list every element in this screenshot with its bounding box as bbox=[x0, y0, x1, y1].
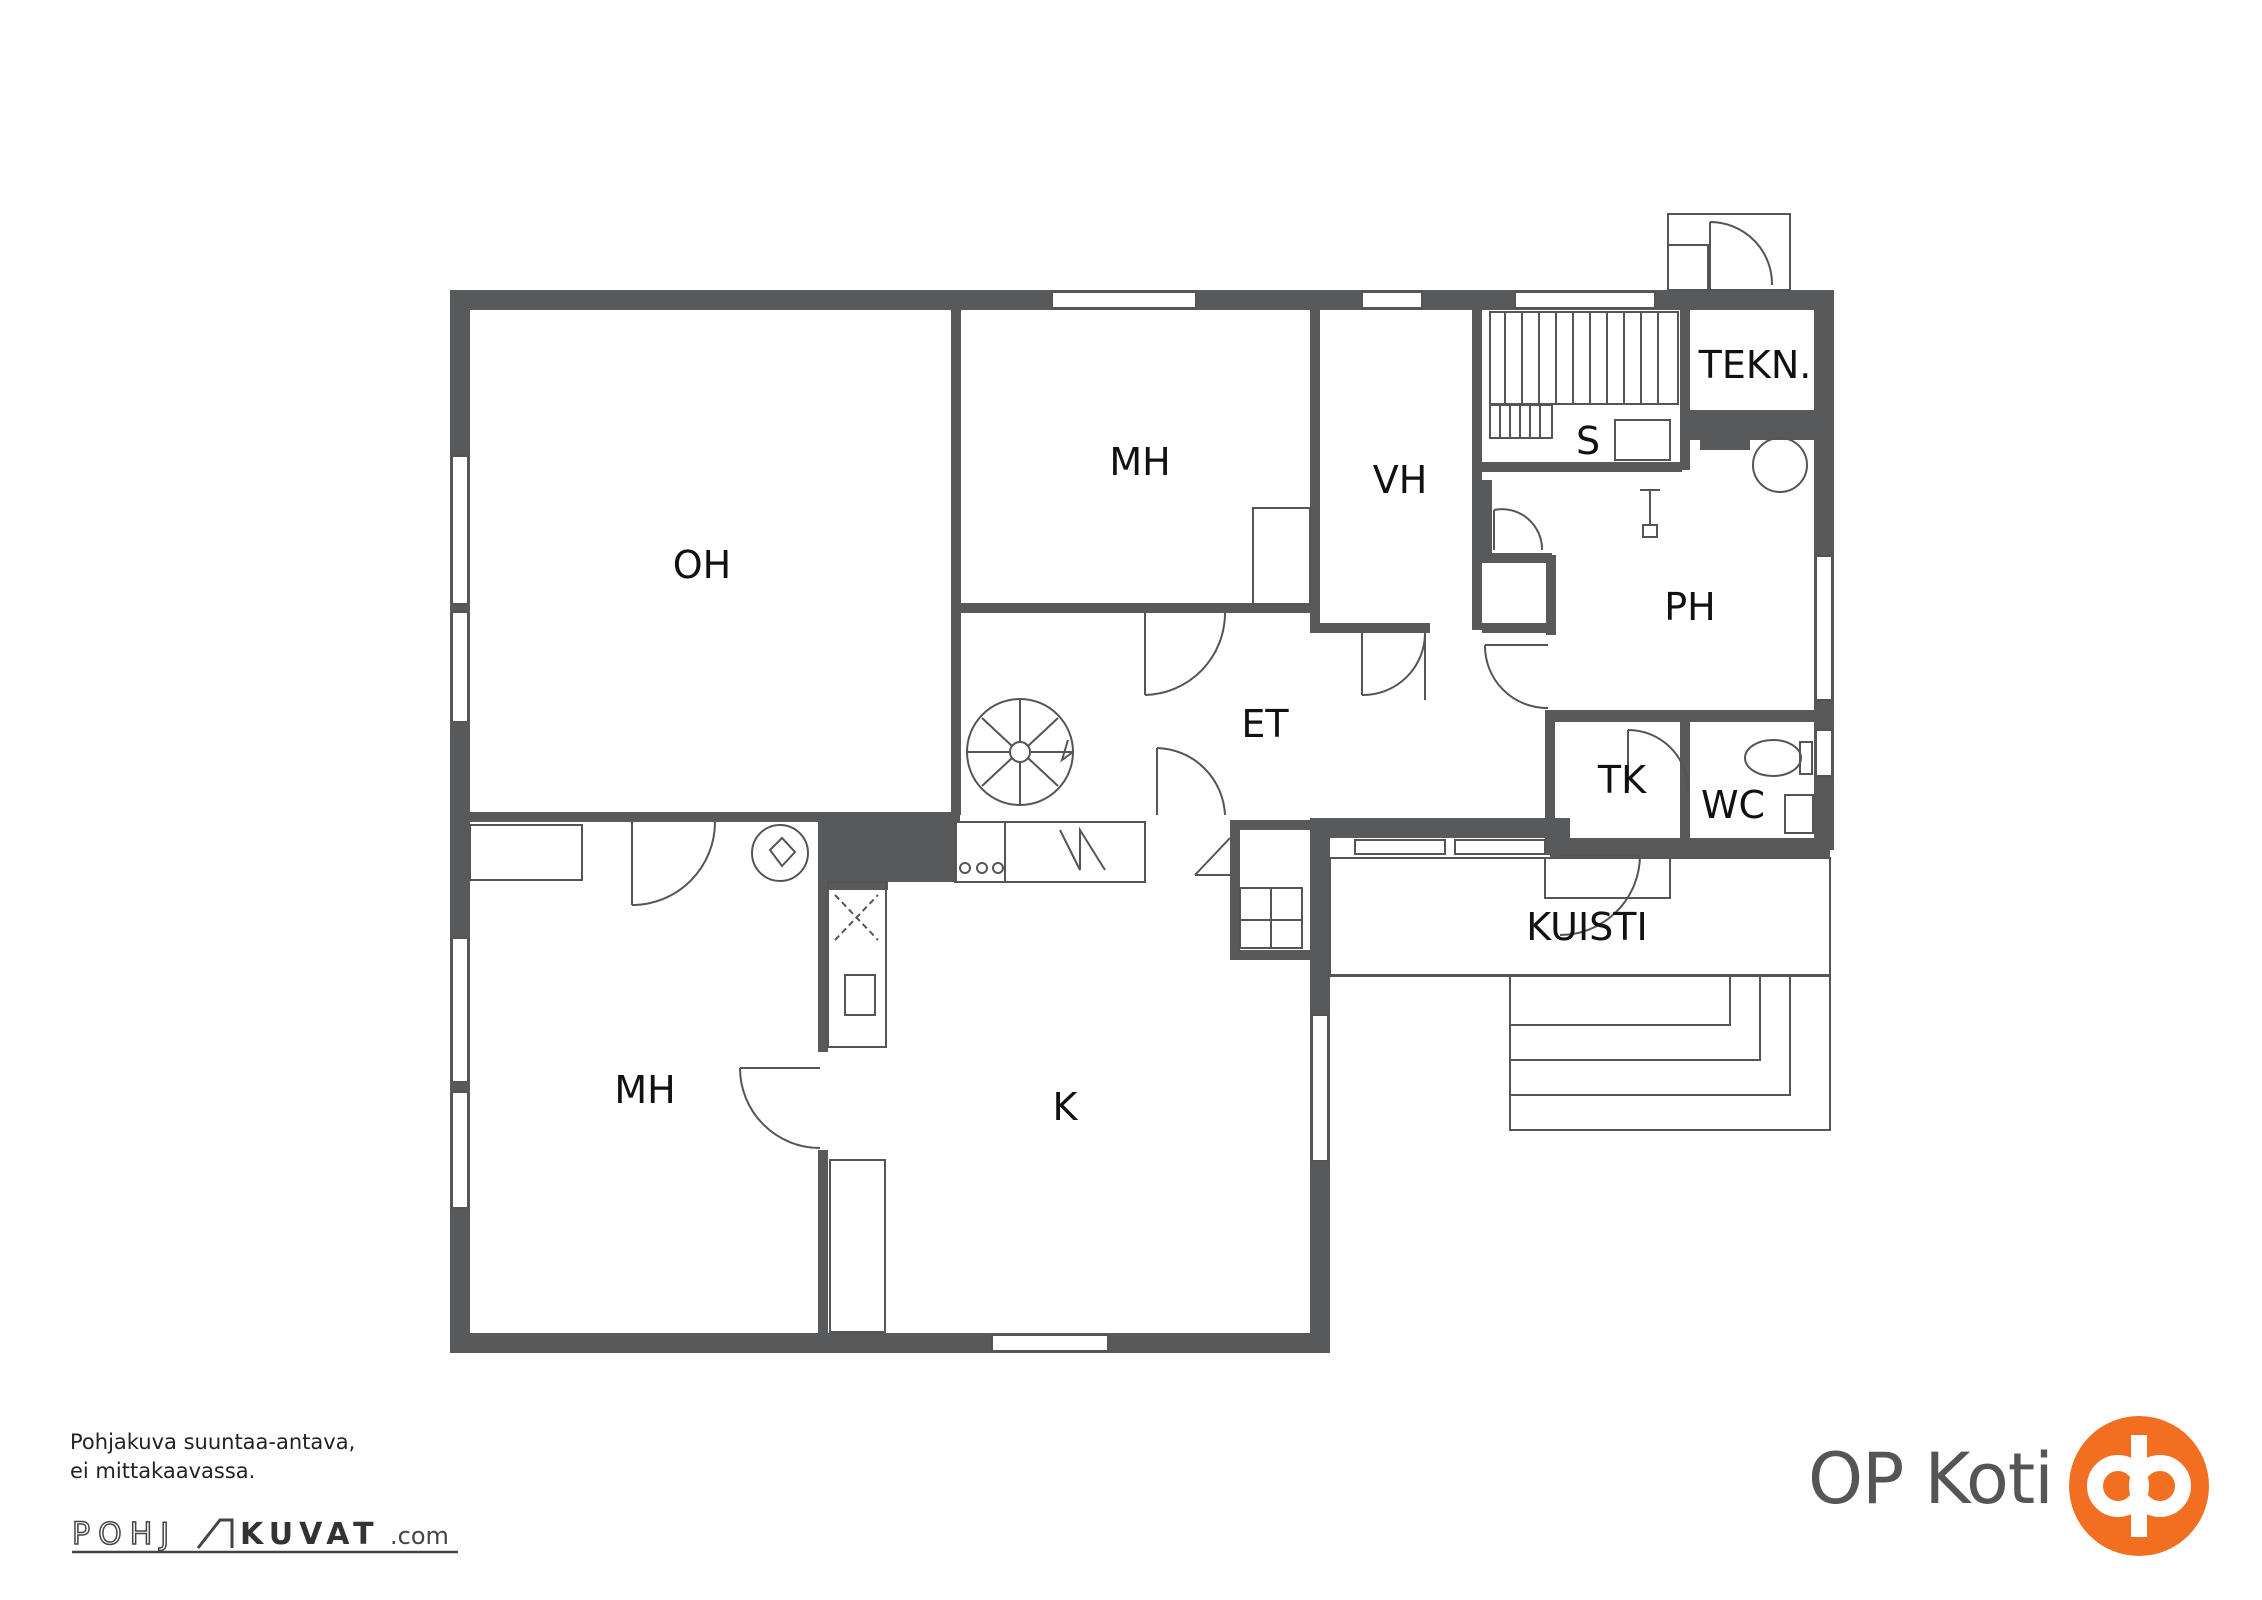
sink-icon bbox=[844, 974, 876, 1016]
company-name: OP Koti bbox=[1808, 1438, 2054, 1520]
stair-icon bbox=[1489, 311, 1679, 439]
room-label-vh: VH bbox=[1373, 458, 1428, 502]
room-label-ph: PH bbox=[1664, 585, 1716, 629]
room-label-s: S bbox=[1576, 419, 1600, 463]
room-label-mh-bottom: MH bbox=[614, 1068, 675, 1112]
door-swing-icon bbox=[1493, 508, 1544, 551]
door-swing-icon bbox=[1483, 644, 1549, 710]
room-label-oh: OH bbox=[673, 543, 731, 587]
credit-brand-right: KUVAT bbox=[240, 1517, 380, 1552]
stair-icon bbox=[1239, 887, 1303, 949]
door-swing-icon bbox=[1559, 854, 1641, 936]
door-swing-icon bbox=[631, 821, 716, 906]
room-label-tekn: TEKN. bbox=[1698, 343, 1812, 387]
sink-icon bbox=[1784, 794, 1814, 834]
room-label-et: ET bbox=[1241, 702, 1289, 746]
room-labels: OH MH VH S TEKN. PH ET TK WC KUISTI MH K bbox=[614, 343, 1811, 1129]
doors bbox=[631, 508, 1689, 1149]
window-icon bbox=[1514, 291, 1656, 309]
windows bbox=[451, 291, 1833, 1352]
window-icon bbox=[1354, 839, 1446, 855]
door-swing-icon bbox=[1156, 747, 1226, 816]
room-label-mh-top: MH bbox=[1109, 440, 1170, 484]
room-label-k: K bbox=[1053, 1085, 1079, 1129]
disclaimer-line-1: Pohjakuva suuntaa-antava, bbox=[70, 1430, 356, 1454]
window-icon bbox=[1815, 555, 1833, 701]
room-label-tk: TK bbox=[1597, 758, 1647, 802]
op-logo-icon bbox=[2069, 1416, 2209, 1556]
toilet-icon bbox=[1744, 739, 1813, 777]
door-swing-icon bbox=[1144, 612, 1226, 696]
window-icon bbox=[451, 1091, 469, 1209]
door-swing-icon bbox=[1361, 632, 1426, 700]
window-icon bbox=[451, 937, 469, 1083]
window-icon bbox=[1815, 729, 1833, 777]
door-swing-icon bbox=[739, 1067, 821, 1149]
disclaimer-line-2: ei mittakaavassa. bbox=[70, 1459, 256, 1483]
window-icon bbox=[1361, 291, 1423, 309]
fireplace-icon bbox=[751, 824, 809, 882]
disclaimer: Pohjakuva suuntaa-antava, ei mittakaavas… bbox=[70, 1428, 355, 1486]
window-icon bbox=[451, 611, 469, 723]
door-swing-icon bbox=[1627, 729, 1689, 791]
pohjakuvat-credit-logo: POHJ KUVAT .com bbox=[71, 1516, 458, 1554]
room-label-wc: WC bbox=[1701, 783, 1765, 827]
window-icon bbox=[1454, 839, 1546, 855]
room-label-kuisti: KUISTI bbox=[1526, 905, 1647, 949]
fixtures bbox=[469, 213, 1831, 1333]
window-icon bbox=[451, 455, 469, 605]
credit-house-icon bbox=[196, 1518, 234, 1549]
spiral-stair-icon bbox=[966, 698, 1074, 806]
door-swing-icon bbox=[1194, 837, 1231, 876]
window-icon bbox=[991, 1334, 1109, 1352]
window-icon bbox=[1051, 291, 1197, 309]
credit-domain: .com bbox=[390, 1522, 449, 1550]
interior-walls bbox=[460, 290, 1825, 1340]
window-icon bbox=[1311, 1014, 1329, 1162]
credit-brand-left: POHJ bbox=[72, 1517, 177, 1552]
